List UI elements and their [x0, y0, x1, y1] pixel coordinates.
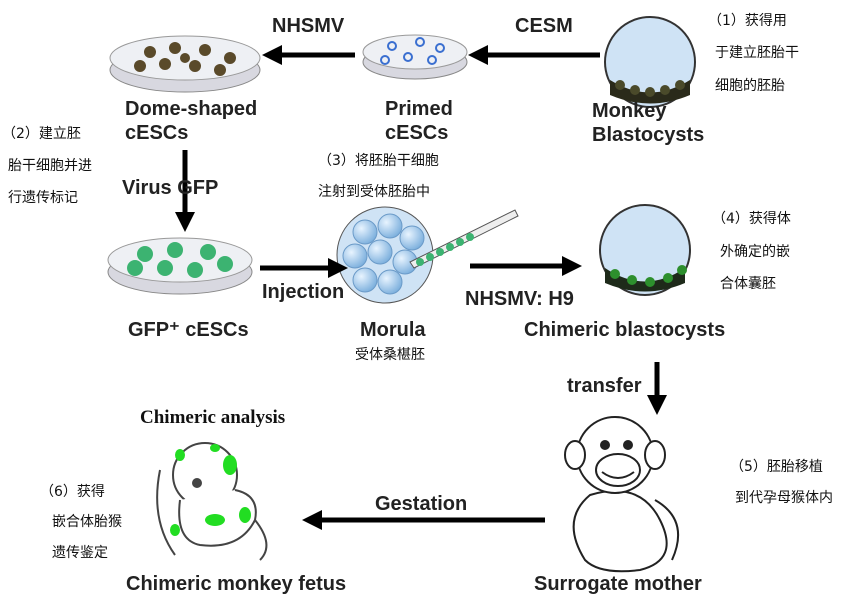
arrow-label-nhsmv: NHSMV — [272, 15, 345, 37]
label-dome-1: Dome-shaped — [125, 98, 258, 120]
label-monkey-2: Blastocysts — [592, 124, 705, 146]
arrow-label-virus-gfp: Virus GFP — [122, 177, 219, 199]
label-gfp-cescs: GFP⁺ cESCs — [128, 319, 249, 341]
note-2-line-3: 行遗传标记 — [8, 190, 78, 206]
note-6-line-2: 嵌合体胎猴 — [52, 514, 122, 530]
dome-shaped-cescs-dish — [109, 35, 261, 93]
note-1-line-1: （1）获得用 — [708, 13, 787, 29]
surrogate-monkey-drawing — [564, 416, 680, 573]
label-primed-1: Primed — [385, 98, 453, 120]
note-4-line-3: 合体囊胚 — [720, 276, 776, 292]
note-5-line-1: （5）胚胎移植 — [730, 459, 823, 475]
arrow-label-injection: Injection — [262, 281, 345, 303]
arrow-label-cesm: CESM — [515, 15, 573, 37]
primed-cescs-dish — [362, 34, 468, 80]
label-fetus: Chimeric monkey fetus — [126, 573, 347, 595]
label-morula: Morula — [360, 319, 426, 341]
note-3-line-2: 注射到受体胚胎中 — [318, 184, 430, 200]
label-dome-2: cESCs — [125, 122, 189, 144]
note-1-line-2: 于建立胚胎干 — [715, 45, 799, 61]
note-6-line-3: 遗传鉴定 — [52, 545, 108, 561]
monkey-blastocyst — [604, 16, 696, 108]
arrow-label-transfer: transfer — [567, 375, 642, 397]
note-5-line-2: 到代孕母猴体内 — [735, 490, 833, 506]
label-surrogate: Surrogate mother — [534, 573, 702, 595]
note-2-line-2: 胎干细胞并进 — [8, 158, 92, 174]
chimeric-blastocyst — [599, 204, 691, 296]
note-4-line-2: 外确定的嵌 — [720, 244, 790, 260]
note-4-line-1: （4）获得体 — [712, 211, 791, 227]
note-3-line-1: （3）将胚胎干细胞 — [318, 153, 439, 169]
label-morula-zh: 受体桑椹胚 — [355, 347, 425, 363]
arrow-label-nhsmv-h9: NHSMV: H9 — [465, 288, 574, 310]
morula — [336, 206, 519, 304]
label-chimeric-blastocysts: Chimeric blastocysts — [524, 319, 726, 341]
note-2-line-1: （2）建立胚 — [2, 126, 81, 142]
gfp-cescs-dish — [107, 237, 253, 295]
note-6-line-1: （6）获得 — [40, 484, 105, 500]
label-primed-2: cESCs — [385, 122, 449, 144]
label-monkey-1: Monkey — [592, 100, 667, 122]
arrow-label-gestation: Gestation — [375, 493, 468, 515]
label-chimeric-analysis: Chimeric analysis — [140, 407, 286, 428]
note-1-line-3: 细胞的胚胎 — [715, 78, 785, 94]
chimeric-fetus-drawing — [156, 442, 268, 561]
